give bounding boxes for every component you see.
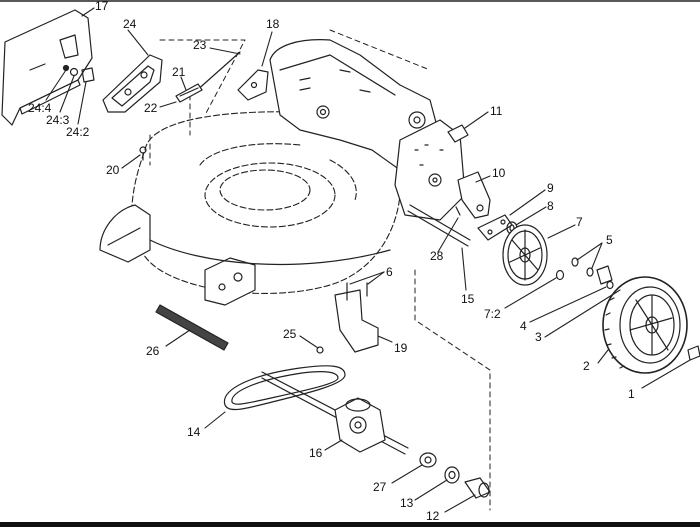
rear-flap-part-17 [1,9,93,126]
callout-17: 17 [95,0,109,13]
callout-22: 22 [144,101,158,115]
pin-part-28 [455,206,461,216]
callout-8: 8 [547,199,554,213]
callout-24-3: 24:3 [46,113,70,127]
callout-12: 12 [426,509,440,523]
bearing-part-5 [571,257,613,285]
callout-9: 9 [547,181,554,195]
callout-23: 23 [193,38,207,52]
callout-24-2: 24:2 [66,125,90,139]
pinion-part-12 [464,477,491,499]
callout-10: 10 [492,166,506,180]
callout-14: 14 [187,425,201,439]
mower-deck [131,111,402,294]
latch-part-21 [175,83,203,103]
callout-7-2: 7:2 [484,307,501,321]
callout-21: 21 [172,65,186,79]
spacer-part-4 [606,280,614,290]
height-adjust-plate [394,119,466,221]
callout-24: 24 [123,17,137,31]
washer-part-7-2 [555,269,565,281]
clip-part-25 [316,346,324,354]
rod-part-23 [194,51,241,93]
hinge-bracket-part-24 [102,54,163,113]
shaft-part-26 [155,304,229,351]
callout-1: 1 [628,387,635,401]
bushing-part-27 [419,452,437,468]
callout-7: 7 [576,215,583,229]
bottom-border [0,522,700,527]
axle-rod-part-15 [407,204,471,247]
callout-26: 26 [146,344,160,358]
lever-part-10 [457,171,491,219]
hardware-24-sub [62,64,95,83]
callout-18: 18 [266,17,280,31]
callout-27: 27 [373,480,387,494]
wheel-hub-part-7 [502,224,548,286]
bolt-part-1 [687,345,700,361]
leader-lines [45,7,691,513]
callout-28: 28 [430,249,444,263]
callout-5: 5 [606,233,613,247]
callout-20: 20 [106,163,120,177]
callout-3: 3 [535,330,542,344]
bearing-part-13 [444,466,460,484]
callout-2: 2 [583,359,590,373]
bracket-part-19 [334,282,379,353]
callout-24-4: 24:4 [28,101,52,115]
deck-solid-edges [99,204,391,306]
transmission-part-16 [334,397,386,453]
callout-16: 16 [309,446,323,460]
callout-11: 11 [490,104,503,118]
callout-15: 15 [461,292,475,306]
rear-frame [269,39,439,186]
belt-part-14 [223,365,346,411]
bracket-part-18 [237,69,269,101]
callout-4: 4 [520,319,527,333]
wheel-part-2 [602,276,688,374]
clip-part-11 [447,124,469,143]
callout-19: 19 [394,341,408,355]
callout-25: 25 [283,327,297,341]
callout-6: 6 [386,265,393,279]
callout-13: 13 [400,496,414,510]
